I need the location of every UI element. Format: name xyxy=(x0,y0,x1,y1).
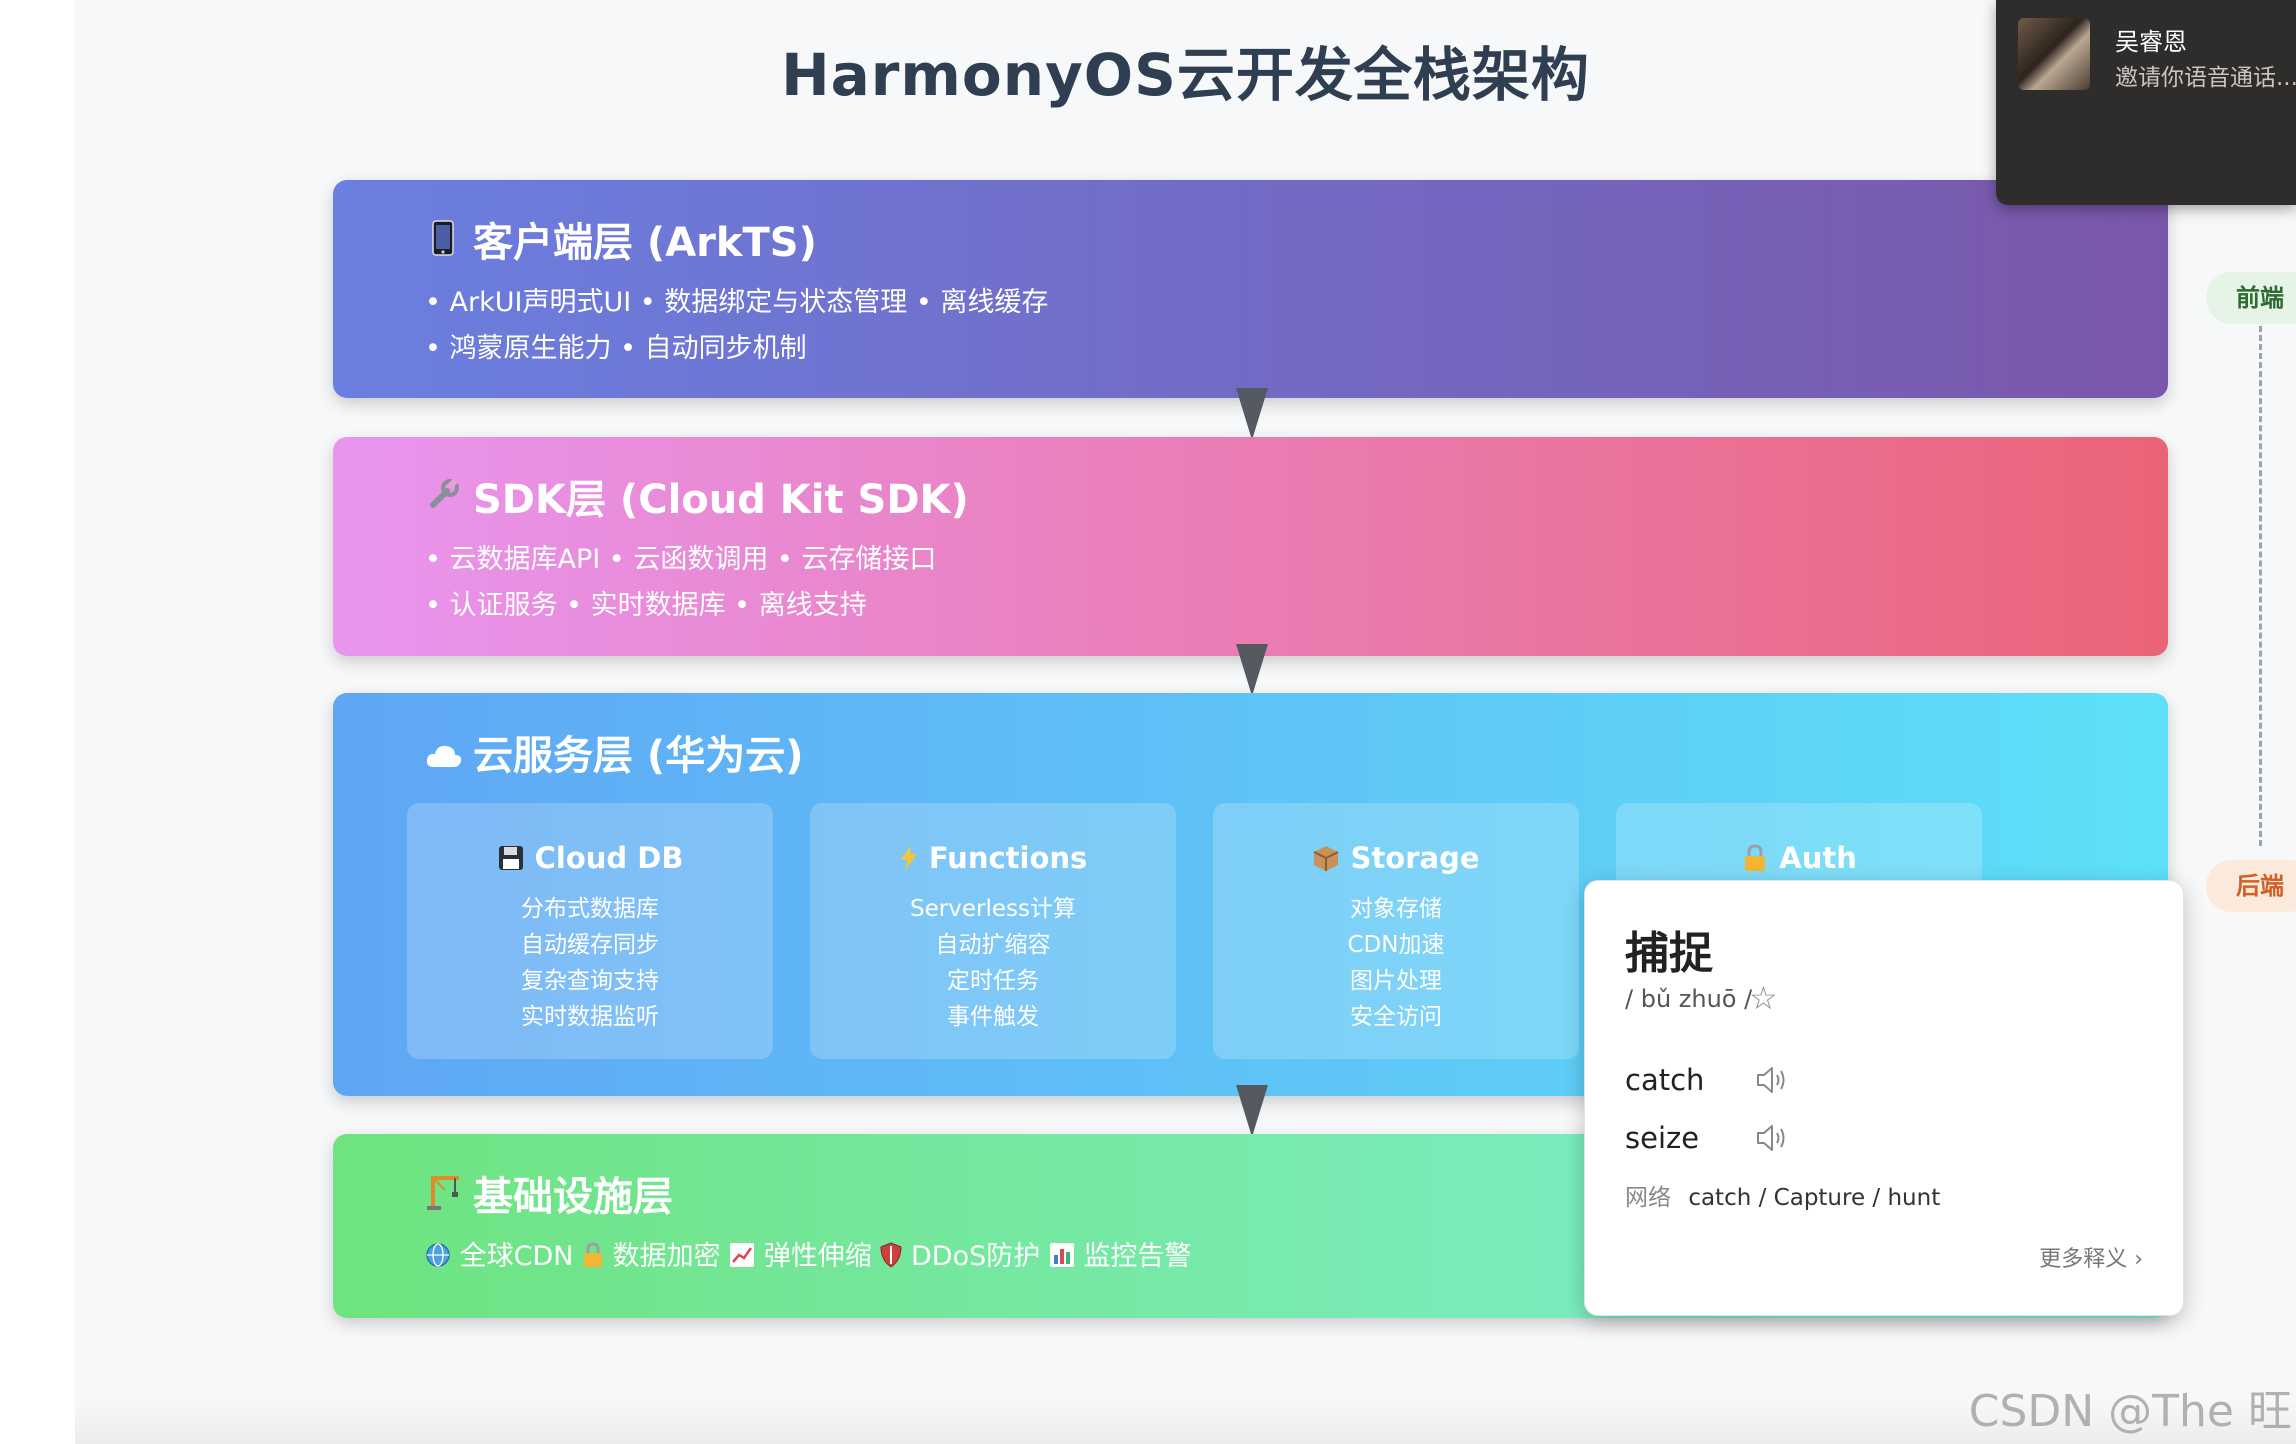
translation-item[interactable]: catch xyxy=(1625,1063,1705,1097)
bottom-edge xyxy=(75,1400,2296,1444)
dictionary-word: 捕捉 xyxy=(1625,928,1713,979)
service-card-storage: Storage 对象存储 CDN加速 图片处理 安全访问 xyxy=(1213,803,1579,1059)
service-card-title-text: Auth xyxy=(1779,841,1857,875)
dictionary-popup: 捕捉 / bǔ zhuō / ☆ catch seize 网络 catch / … xyxy=(1584,880,2184,1316)
cloud-layer-title-text: 云服务层 (华为云) xyxy=(473,733,804,779)
client-layer: 客户端层 (ArkTS) • ArkUI声明式UI • 数据绑定与状态管理 • … xyxy=(333,180,2168,398)
caller-name: 吴睿恩 xyxy=(2115,28,2187,56)
wrench-icon xyxy=(425,477,461,523)
sdk-layer-title: SDK层 (Cloud Kit SDK) xyxy=(425,467,969,525)
infra-feature-label: DDoS防护 xyxy=(911,1241,1041,1272)
cloud-icon xyxy=(425,733,462,779)
crane-icon xyxy=(425,1174,461,1220)
mobile-phone-icon xyxy=(425,220,461,266)
chart-up-icon xyxy=(729,1241,755,1272)
speaker-icon[interactable] xyxy=(1755,1065,1789,1095)
bar-chart-icon xyxy=(1049,1241,1075,1272)
frontend-label: 前端 xyxy=(2206,272,2296,324)
lock-icon xyxy=(582,1241,604,1272)
service-feature: 自动缓存同步 xyxy=(521,932,659,958)
service-card-title-text: Cloud DB xyxy=(534,841,684,875)
service-card-title-text: Functions xyxy=(928,841,1088,875)
watermark: CSDN @The 旺 xyxy=(1968,1386,2292,1437)
package-icon xyxy=(1312,841,1340,875)
service-feature: 事件触发 xyxy=(947,1004,1039,1030)
flow-arrow-2 xyxy=(1236,644,1268,696)
service-feature: 对象存储 xyxy=(1350,896,1442,922)
infra-feature-label: 全球CDN xyxy=(459,1241,574,1272)
service-card-functions: Functions Serverless计算 自动扩缩容 定时任务 事件触发 xyxy=(810,803,1176,1059)
left-margin xyxy=(0,0,75,1444)
service-card-title: Cloud DB xyxy=(407,841,773,875)
client-layer-title: 客户端层 (ArkTS) xyxy=(425,210,817,268)
infra-layer-title: 基础设施层 xyxy=(425,1164,673,1222)
sdk-layer-line-2: • 认证服务 • 实时数据库 • 离线支持 xyxy=(425,590,867,621)
client-layer-line-2: • 鸿蒙原生能力 • 自动同步机制 xyxy=(425,333,807,364)
web-definitions: 网络 catch / Capture / hunt xyxy=(1625,1178,1940,1212)
client-layer-line-1: • ArkUI声明式UI • 数据绑定与状态管理 • 离线缓存 xyxy=(425,287,1049,318)
star-icon[interactable]: ☆ xyxy=(1749,979,1778,1017)
service-feature: 定时任务 xyxy=(947,968,1039,994)
service-card-title: Storage xyxy=(1213,841,1579,875)
service-card-cloud-db: Cloud DB 分布式数据库 自动缓存同步 复杂查询支持 实时数据监听 xyxy=(407,803,773,1059)
sdk-layer-title-text: SDK层 (Cloud Kit SDK) xyxy=(473,477,969,523)
infra-feature-label: 弹性伸缩 xyxy=(763,1241,872,1272)
cloud-layer-title: 云服务层 (华为云) xyxy=(425,723,804,781)
shield-icon xyxy=(880,1241,902,1272)
web-label: 网络 xyxy=(1625,1185,1671,1211)
diagram-page: HarmonyOS云开发全栈架构 客户端层 (ArkTS) • ArkUI声明式… xyxy=(75,0,2296,1444)
service-feature: 安全访问 xyxy=(1350,1004,1442,1030)
floppy-disk-icon xyxy=(497,841,525,875)
service-card-title-text: Storage xyxy=(1350,841,1480,875)
sdk-layer: SDK层 (Cloud Kit SDK) • 云数据库API • 云函数调用 •… xyxy=(333,437,2168,656)
flow-arrow-1 xyxy=(1236,388,1268,440)
infra-feature-label: 监控告警 xyxy=(1083,1241,1192,1272)
voice-call-notification[interactable]: 吴睿恩 邀请你语音通话... xyxy=(1996,0,2296,205)
service-feature: 自动扩缩容 xyxy=(935,932,1051,958)
translation-item[interactable]: seize xyxy=(1625,1121,1700,1155)
infra-feature-label: 数据加密 xyxy=(612,1241,721,1272)
page-title: HarmonyOS云开发全栈架构 xyxy=(781,41,1590,109)
service-card-title: Auth xyxy=(1616,841,1982,875)
call-message: 邀请你语音通话... xyxy=(2115,65,2296,91)
timeline-dashed-line xyxy=(2259,326,2262,846)
backend-label: 后端 xyxy=(2206,860,2296,912)
service-feature: CDN加速 xyxy=(1347,932,1445,958)
service-feature: 分布式数据库 xyxy=(521,896,659,922)
infra-layer-title-text: 基础设施层 xyxy=(473,1174,673,1220)
service-feature: 复杂查询支持 xyxy=(521,968,659,994)
flow-arrow-3 xyxy=(1236,1085,1268,1137)
infra-feature-list: 全球CDN 数据加密 弹性伸缩 DDoS防护 监控告警 xyxy=(425,1234,1191,1273)
service-feature: Serverless计算 xyxy=(910,896,1076,922)
service-feature: 实时数据监听 xyxy=(521,1004,659,1030)
globe-icon xyxy=(425,1241,451,1272)
client-layer-title-text: 客户端层 (ArkTS) xyxy=(473,220,817,266)
service-feature: 图片处理 xyxy=(1350,968,1442,994)
sdk-layer-line-1: • 云数据库API • 云函数调用 • 云存储接口 xyxy=(425,544,937,575)
web-text: catch / Capture / hunt xyxy=(1688,1185,1941,1211)
dictionary-phonetic: / bǔ zhuō / xyxy=(1625,985,1753,1013)
avatar xyxy=(2018,18,2090,90)
service-card-title: Functions xyxy=(810,841,1176,875)
lightning-icon xyxy=(899,841,919,875)
lock-key-icon xyxy=(1741,841,1769,875)
speaker-icon[interactable] xyxy=(1755,1123,1789,1153)
more-definitions-link[interactable]: 更多释义 › xyxy=(2039,1247,2143,1272)
